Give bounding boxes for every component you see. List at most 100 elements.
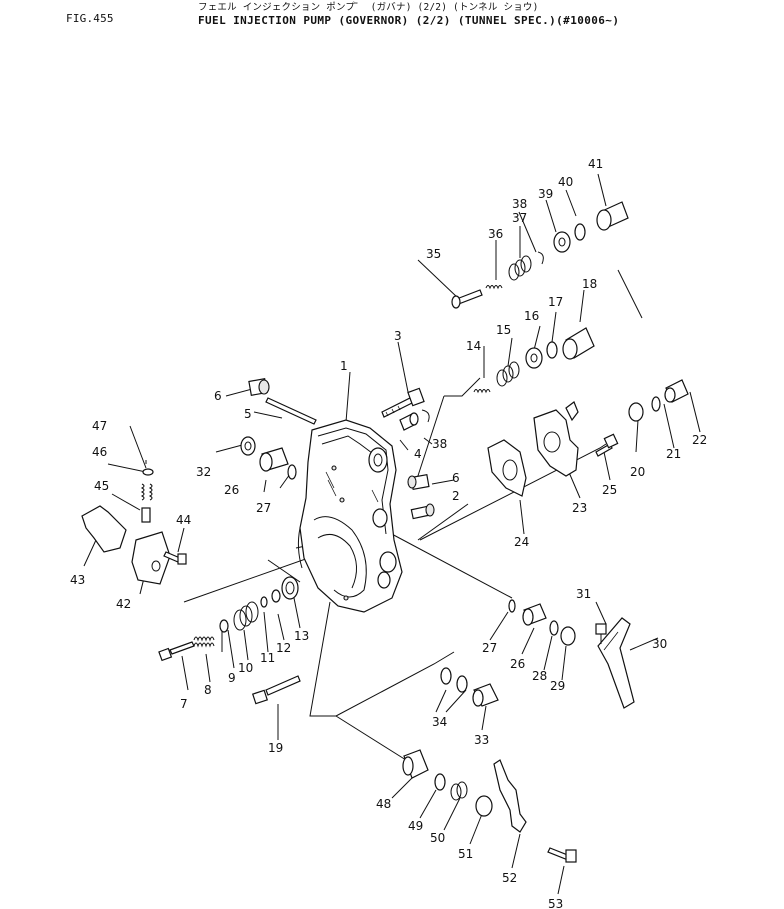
part-33-plug <box>472 683 499 707</box>
callout-6b: 6 <box>452 471 460 485</box>
callout-41: 41 <box>588 157 603 171</box>
callout-35: 35 <box>426 247 441 261</box>
callout-31: 31 <box>576 587 591 601</box>
governor-housing <box>297 419 403 613</box>
part-27-oring-right <box>508 599 516 613</box>
part-53-bolt <box>547 847 577 863</box>
part-41-cap <box>596 201 629 231</box>
part-49-oring <box>434 773 446 791</box>
part-17-washer <box>546 341 558 359</box>
part-31-bolt <box>595 623 607 644</box>
part-19-bolt <box>251 675 301 705</box>
part-21-washer <box>651 396 661 412</box>
callout-16: 16 <box>524 309 539 323</box>
callout-30: 30 <box>652 637 667 651</box>
callout-29: 29 <box>550 679 565 693</box>
part-5-rod <box>265 397 317 425</box>
callout-27b: 27 <box>482 641 497 655</box>
part-2-bolt <box>410 503 435 520</box>
part-52-lever <box>493 759 527 833</box>
callout-1: 1 <box>340 359 348 373</box>
part-38-clip-upper <box>537 251 544 265</box>
callout-10: 10 <box>238 661 253 675</box>
callout-11: 11 <box>260 651 275 665</box>
part-50-spring <box>450 781 468 801</box>
part-12-washer <box>271 589 281 603</box>
callout-20: 20 <box>630 465 645 479</box>
part-6-plug-right <box>407 474 430 490</box>
part-22-nut <box>664 379 689 403</box>
callout-36: 36 <box>488 227 503 241</box>
callout-27a: 27 <box>256 501 271 515</box>
callout-51: 51 <box>458 847 473 861</box>
part-29-cap <box>560 626 576 646</box>
part-38-clip <box>421 409 430 423</box>
callout-26b: 26 <box>510 657 525 671</box>
callout-50: 50 <box>430 831 445 845</box>
part-7-bolt <box>158 641 195 662</box>
callout-22: 22 <box>692 433 707 447</box>
part-15-spring <box>496 361 520 387</box>
part-42-block <box>131 531 171 585</box>
title-japanese: フェエル インジェクション ポンプ゜ (ガバナ) (2/2) (トンネル ショウ… <box>198 2 539 13</box>
callout-23: 23 <box>572 501 587 515</box>
callout-49: 49 <box>408 819 423 833</box>
callout-45: 45 <box>94 479 109 493</box>
part-13-bearing <box>281 576 299 600</box>
callout-15: 15 <box>496 323 511 337</box>
part-30-lever <box>597 617 635 709</box>
callout-13: 13 <box>294 629 309 643</box>
callout-labels: 1 2 3 4 5 6 6 7 8 9 10 11 12 13 14 15 16… <box>70 157 707 909</box>
part-46-spring <box>140 483 153 501</box>
part-32-nut <box>240 436 256 456</box>
callout-46: 46 <box>92 445 107 459</box>
part-6-plug-upper <box>248 378 270 396</box>
part-44-bolt <box>163 551 187 565</box>
callout-26a: 26 <box>224 483 239 497</box>
part-26-plug-right <box>522 603 547 626</box>
part-43-bracket <box>81 505 127 553</box>
part-23-bracket <box>533 401 579 477</box>
part-34-washers <box>440 667 468 693</box>
callout-53: 53 <box>548 897 563 909</box>
callout-33: 33 <box>474 733 489 747</box>
figure-number: FIG.455 <box>66 12 114 25</box>
callout-17: 17 <box>548 295 563 309</box>
callout-12: 12 <box>276 641 291 655</box>
callout-8: 8 <box>204 683 212 697</box>
part-11-ring <box>260 596 268 608</box>
callout-47: 47 <box>92 419 107 433</box>
callout-14: 14 <box>466 339 481 353</box>
diagram-title: FUEL INJECTION PUMP (GOVERNOR) (2/2) (TU… <box>198 14 620 27</box>
part-24-gasket <box>487 439 527 497</box>
callout-25: 25 <box>602 483 617 497</box>
callout-40: 40 <box>558 175 573 189</box>
part-27-oring-left <box>287 464 297 480</box>
callout-3: 3 <box>394 329 402 343</box>
part-40-washer <box>574 223 586 241</box>
callout-38b: 38 <box>512 197 527 211</box>
callout-38a: 38 <box>432 437 447 451</box>
callout-43: 43 <box>70 573 85 587</box>
callout-21: 21 <box>666 447 681 461</box>
part-48-plug <box>402 749 429 779</box>
callout-5: 5 <box>244 407 252 421</box>
callout-52: 52 <box>502 871 517 885</box>
callout-6a: 6 <box>214 389 222 403</box>
callout-7: 7 <box>180 697 188 711</box>
part-45-pin <box>141 507 151 523</box>
part-9-washer <box>219 619 229 633</box>
callout-32: 32 <box>196 465 211 479</box>
part-47-ring <box>142 468 154 476</box>
callout-19: 19 <box>268 741 283 755</box>
callout-4: 4 <box>414 447 422 461</box>
part-25-bolt <box>595 433 619 457</box>
part-20-nut <box>628 402 644 422</box>
callout-18: 18 <box>582 277 597 291</box>
callout-37: 37 <box>512 211 527 225</box>
part-8-spring <box>193 636 215 648</box>
part-16-nut <box>525 347 543 369</box>
callout-24: 24 <box>514 535 529 549</box>
callout-44: 44 <box>176 513 191 527</box>
